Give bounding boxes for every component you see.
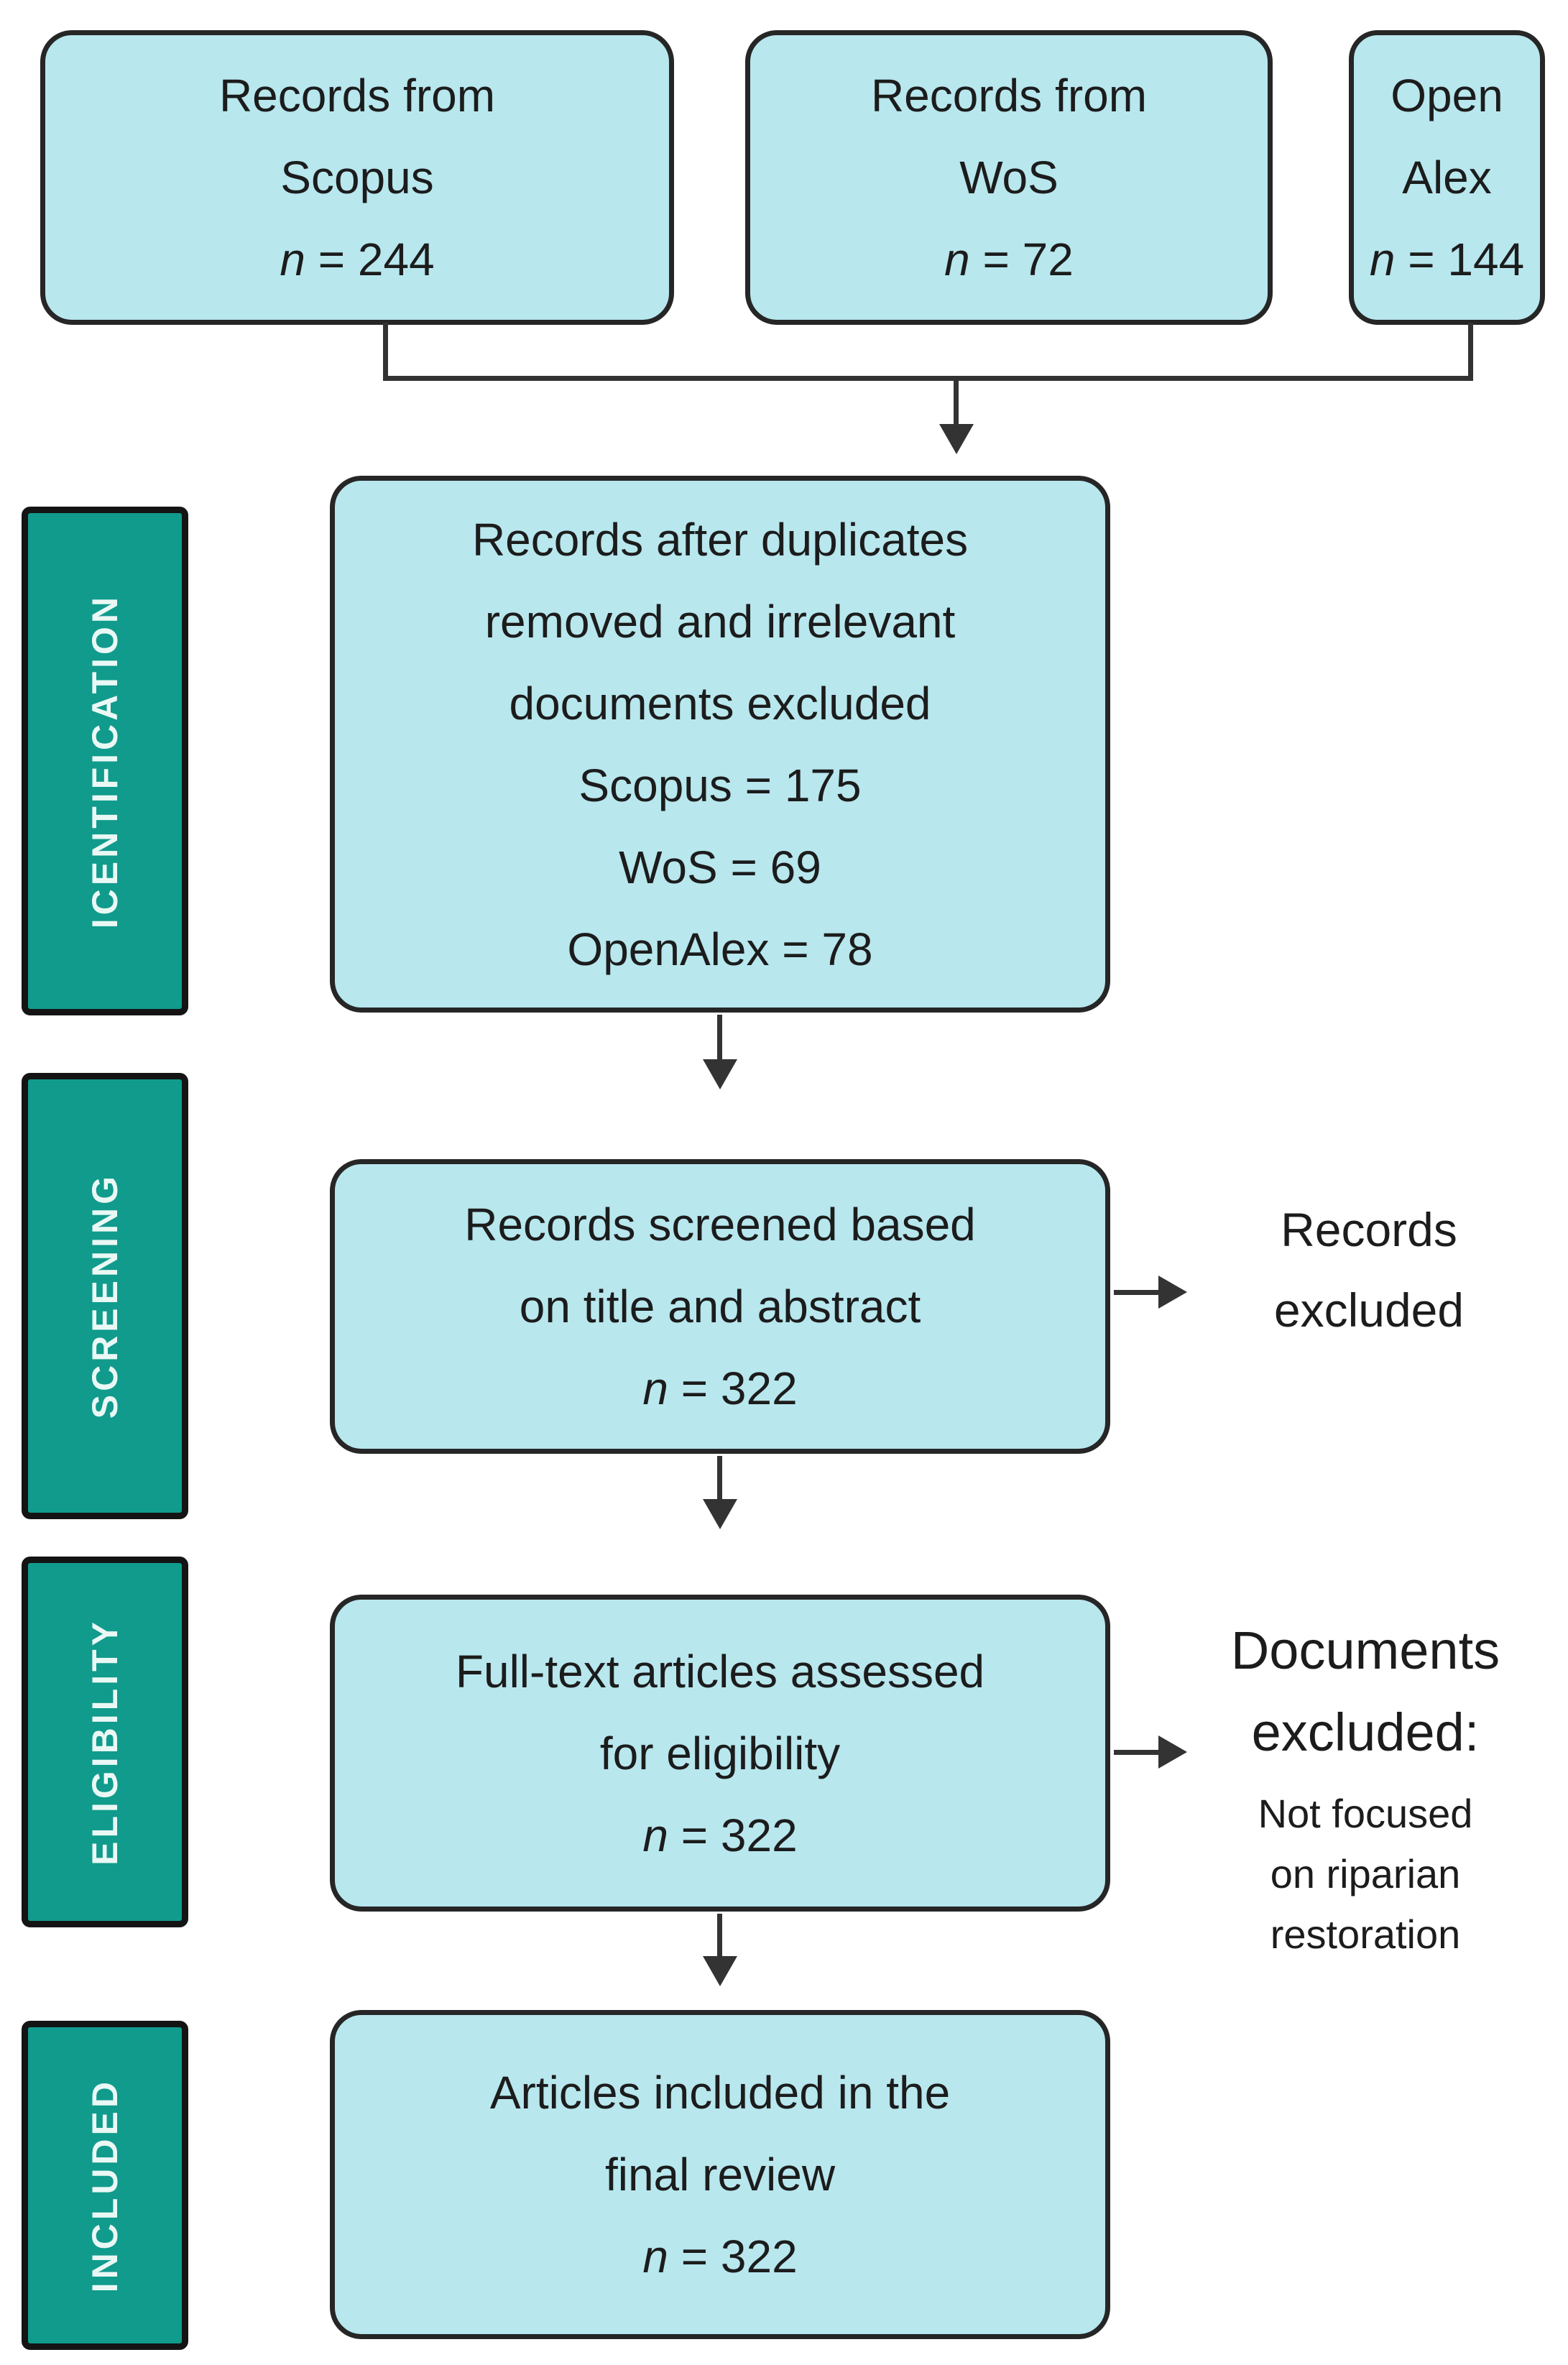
- n-symbol: n: [280, 234, 305, 285]
- source-wos-line1: Records from: [870, 70, 1148, 121]
- arrow-down-icon: [703, 1059, 737, 1089]
- records-excluded-line1: Records: [1281, 1203, 1457, 1256]
- source-box-wos: Records from WoS n = 72: [745, 30, 1273, 325]
- screened-count: n = 322: [642, 1347, 797, 1429]
- fulltext-line2: for eligibility: [599, 1727, 841, 1779]
- screened-line2: on title and abstract: [519, 1281, 921, 1332]
- source-openalex-count: n = 144: [1370, 218, 1524, 300]
- arrow-records-excluded-shaft: [1114, 1290, 1158, 1295]
- note-documents-excluded: Documents excluded: Not focused on ripar…: [1171, 1610, 1559, 1965]
- exclusion-reason-line3: restoration: [1270, 1912, 1461, 1957]
- n-value: = 322: [681, 1363, 798, 1414]
- n-symbol: n: [1369, 234, 1396, 285]
- stage-eligibility-text: ELIGIBILITY: [85, 1618, 125, 1866]
- n-symbol: n: [642, 1363, 668, 1414]
- arrow-documents-excluded-shaft: [1114, 1750, 1158, 1755]
- source-openalex-line2: Alex: [1402, 152, 1492, 203]
- arrow-screening-eligibility-shaft: [717, 1456, 722, 1502]
- arrow-down-icon: [703, 1956, 737, 1986]
- connector-openalex-stub: [1468, 323, 1473, 381]
- included-line2: final review: [604, 2149, 836, 2200]
- fulltext-line1: Full-text articles assessed: [455, 1645, 985, 1697]
- stage-label-eligibility: ELIGIBILITY: [22, 1557, 188, 1927]
- note-records-excluded: Records excluded: [1193, 1189, 1545, 1350]
- connector-scopus-stub: [383, 323, 388, 381]
- source-openalex-line1: Open: [1391, 70, 1503, 121]
- source-scopus-line1: Records from: [218, 70, 496, 121]
- source-scopus-line2: Scopus: [280, 152, 434, 203]
- duplicates-line2: removed and irrelevant: [484, 595, 956, 647]
- arrow-identification-screening-shaft: [717, 1015, 722, 1062]
- arrow-eligibility-included-shaft: [717, 1914, 722, 1959]
- arrow-down-icon: [939, 424, 974, 454]
- duplicates-openalex-count: OpenAlex = 78: [567, 923, 873, 975]
- documents-excluded-heading2: excluded:: [1251, 1702, 1480, 1762]
- stage-screening-text: SCREENING: [85, 1173, 125, 1419]
- n-value: = 72: [982, 234, 1074, 285]
- n-symbol: n: [944, 234, 970, 285]
- arrow-junction-shaft: [954, 379, 959, 427]
- stage-label-screening: SCREENING: [22, 1073, 188, 1519]
- exclusion-reason-line1: Not focused: [1258, 1791, 1473, 1836]
- source-wos-line2: WoS: [959, 152, 1059, 203]
- n-symbol: n: [642, 1809, 668, 1861]
- stage-label-included: INCLUDED: [22, 2021, 188, 2350]
- duplicates-line1: Records after duplicates: [471, 513, 969, 566]
- flow-box-fulltext-assessed: Full-text articles assessed for eligibil…: [330, 1595, 1110, 1912]
- records-excluded-line2: excluded: [1273, 1283, 1465, 1337]
- included-count: n = 322: [642, 2216, 797, 2297]
- n-symbol: n: [642, 2231, 668, 2282]
- fulltext-count: n = 322: [642, 1794, 797, 1876]
- duplicates-line3: documents excluded: [509, 677, 931, 729]
- n-value: = 322: [681, 2231, 798, 2282]
- exclusion-reason-line2: on riparian: [1270, 1851, 1461, 1896]
- source-box-scopus: Records from Scopus n = 244: [40, 30, 674, 325]
- flow-box-records-screened: Records screened based on title and abst…: [330, 1159, 1110, 1454]
- arrow-right-icon: [1158, 1276, 1187, 1309]
- stage-identification-text: ICENTIFICATION: [85, 593, 125, 929]
- included-line1: Articles included in the: [489, 2067, 951, 2119]
- stage-included-text: INCLUDED: [85, 2078, 125, 2293]
- duplicates-wos-count: WoS = 69: [619, 841, 821, 893]
- n-value: = 322: [681, 1809, 798, 1861]
- connector-horizontal-line: [383, 376, 1473, 381]
- documents-excluded-heading1: Documents: [1230, 1621, 1500, 1680]
- flow-box-articles-included: Articles included in the final review n …: [330, 2010, 1110, 2339]
- n-value: = 144: [1408, 234, 1525, 285]
- source-scopus-count: n = 244: [280, 218, 434, 300]
- source-wos-count: n = 72: [944, 218, 1074, 300]
- flow-box-duplicates-removed: Records after duplicates removed and irr…: [330, 476, 1110, 1013]
- n-value: = 244: [318, 234, 435, 285]
- arrow-right-icon: [1158, 1735, 1187, 1769]
- duplicates-scopus-count: Scopus = 175: [578, 759, 862, 811]
- stage-label-identification: ICENTIFICATION: [22, 507, 188, 1015]
- arrow-down-icon: [703, 1499, 737, 1529]
- screened-line1: Records screened based: [464, 1199, 976, 1250]
- source-box-openalex: Open Alex n = 144: [1349, 30, 1545, 325]
